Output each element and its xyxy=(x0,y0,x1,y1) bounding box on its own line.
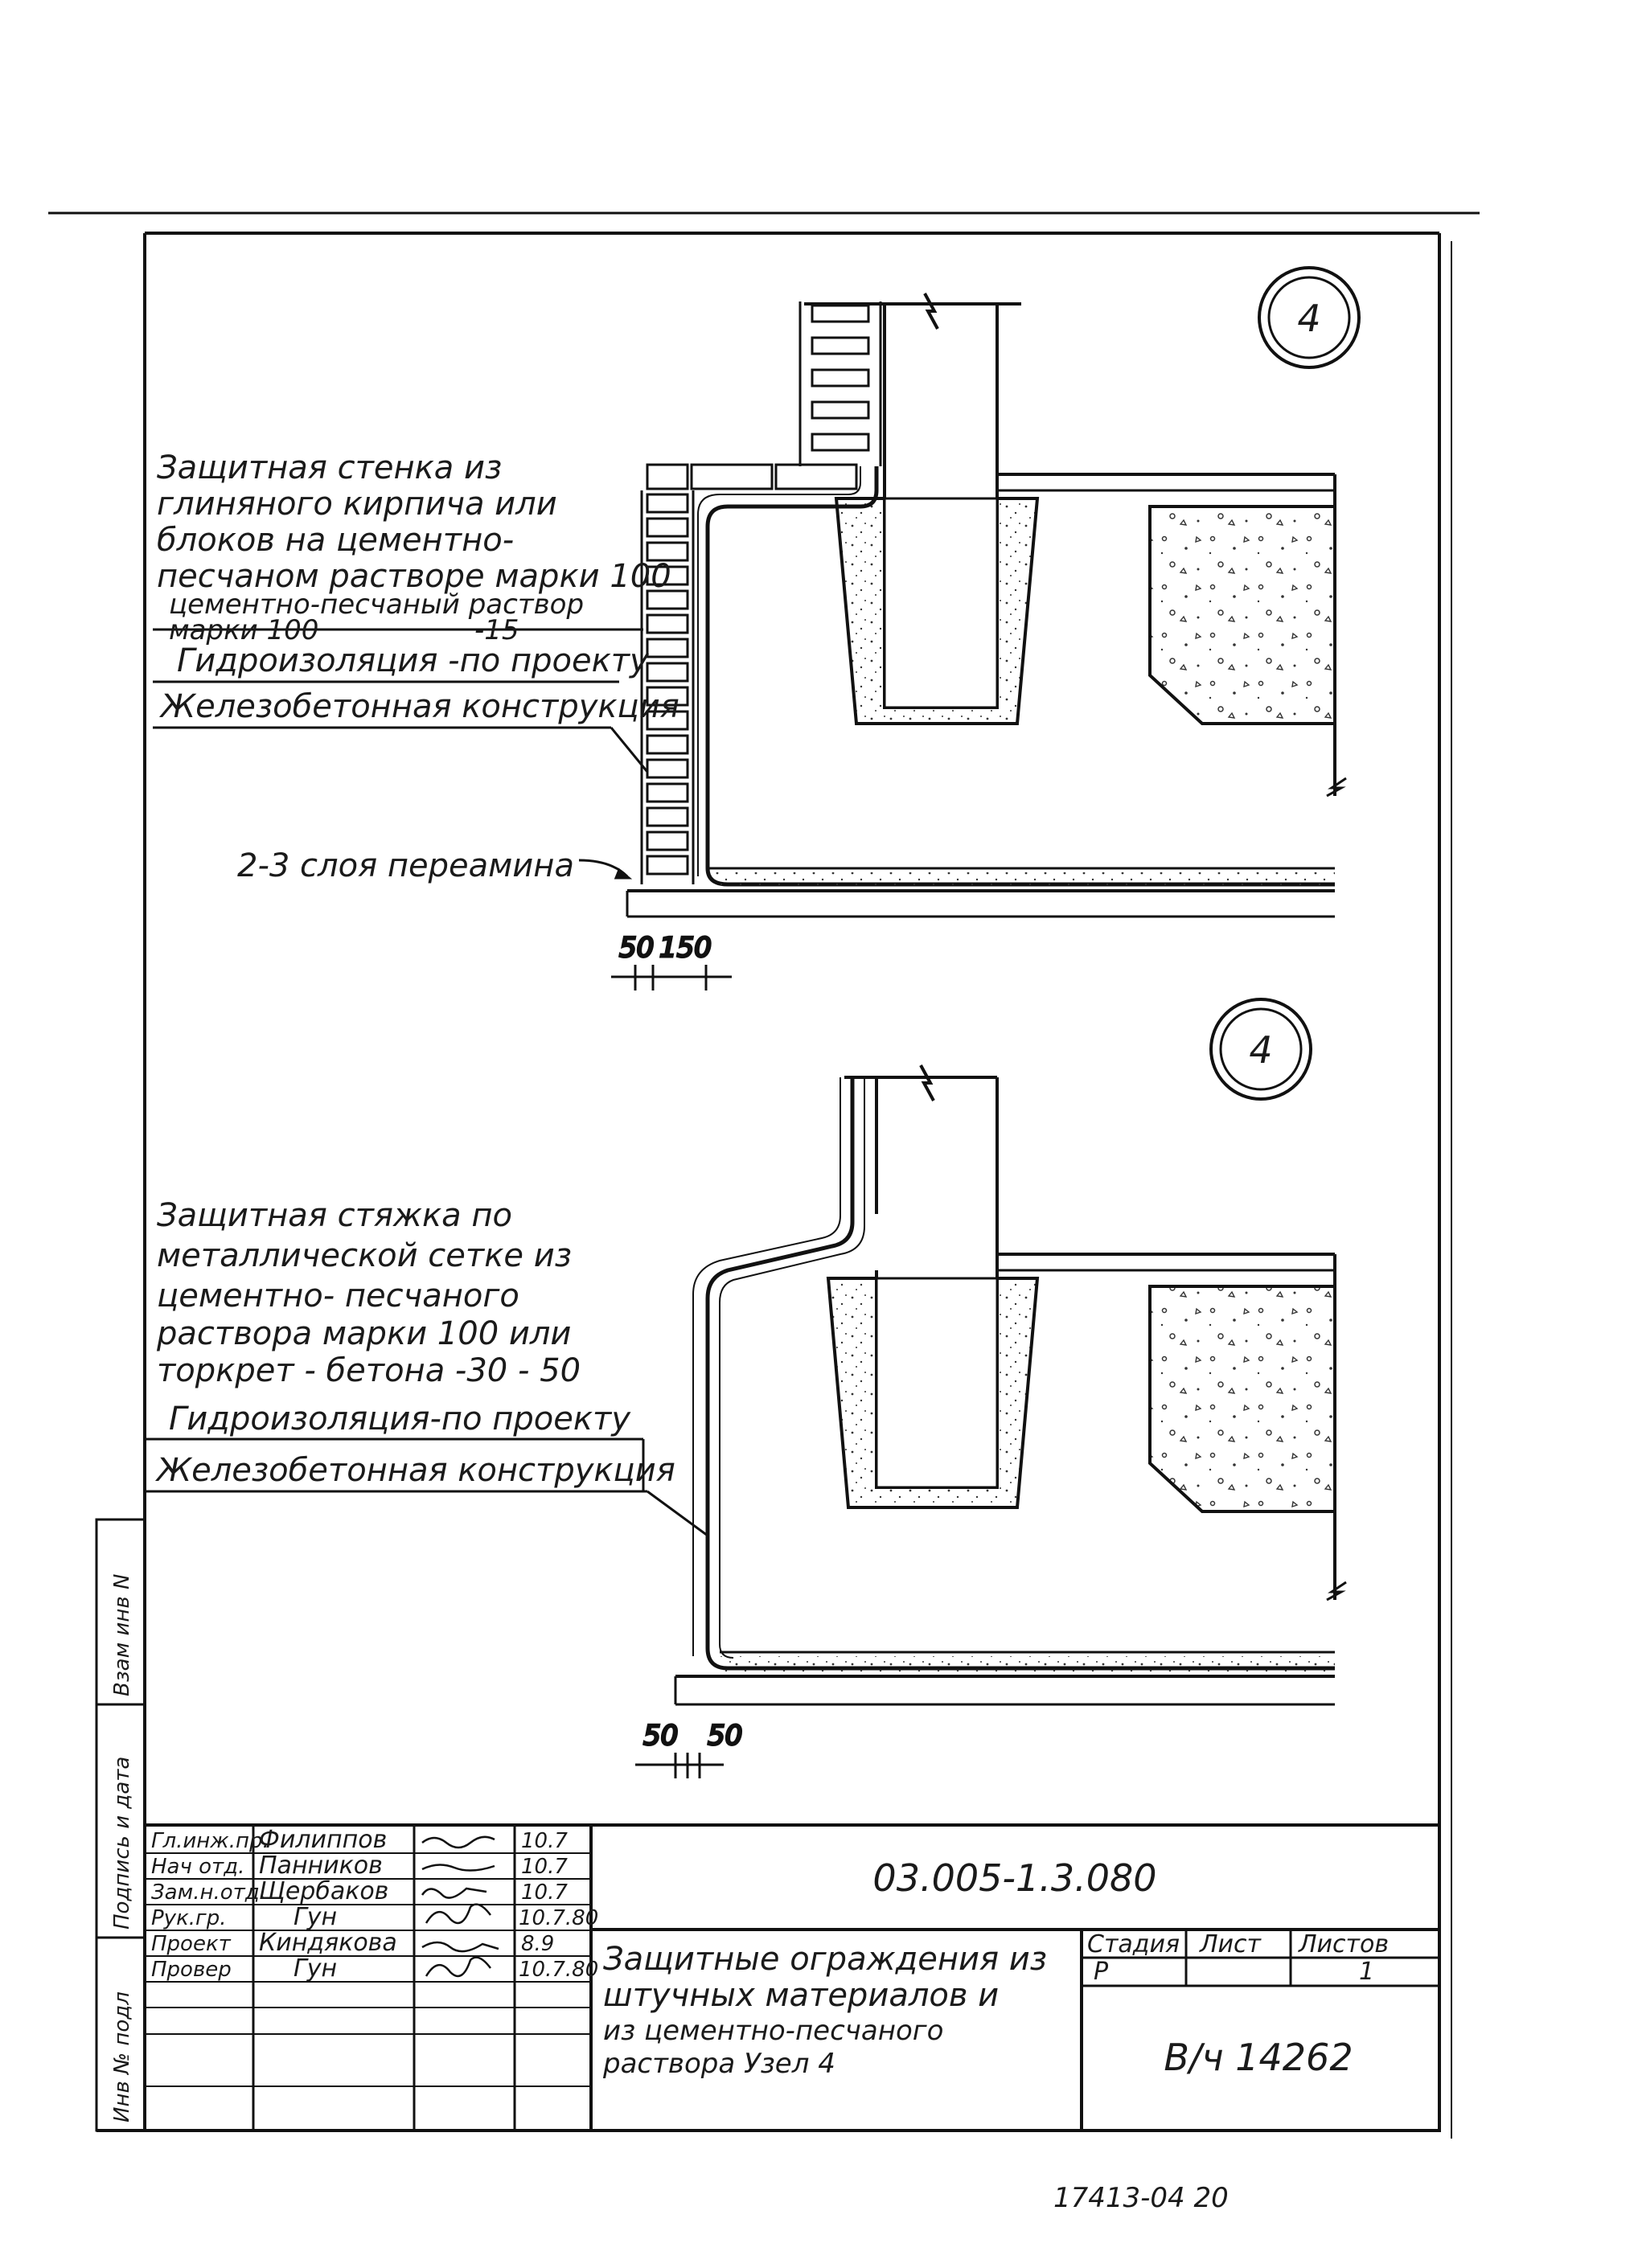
tb-name-2: Панников xyxy=(259,1852,383,1880)
stage-value: Р xyxy=(1094,1958,1109,1986)
tb-role-1: Гл.инж.пр. xyxy=(151,1829,269,1853)
sheets-label: Листов xyxy=(1298,1930,1389,1958)
leaders-2 xyxy=(145,1437,708,1537)
mortar-note-line-1: цементно-песчаный раствор xyxy=(169,589,584,621)
doc-title-line-3: из цементно-песчаного xyxy=(603,2015,943,2047)
sheet-label: Лист xyxy=(1199,1930,1262,1958)
beam-haunch-1 xyxy=(834,497,1040,725)
upper-brick-column xyxy=(798,301,882,466)
leaders-1 xyxy=(153,628,649,880)
side-stamp-inv: Инв № подл xyxy=(110,1991,134,2122)
wall-note-line-2: глиняного кирпича или xyxy=(157,486,557,523)
detail-2-waterproofing: Гидроизоляция-по проекту xyxy=(169,1401,631,1437)
screed-note-line-2: металлической сетке из xyxy=(157,1237,572,1274)
footer-code: 17413-04 20 xyxy=(1053,2182,1229,2214)
title-block-rows: Гл.инж.пр. Филиппов 10.7 Нач отд. Панник… xyxy=(151,1826,598,1983)
wall-note-line-3: блоков на цементно- xyxy=(157,522,514,559)
doc-title-line-4: раствора Узел 4 xyxy=(602,2048,835,2080)
detail-2-structure: Железобетонная конструкция xyxy=(154,1452,675,1489)
brick-cap-row xyxy=(646,463,858,490)
detail-1-marker: 4 xyxy=(1258,266,1361,369)
title-block-main: 03.005-1.3.080 Защитные ограждения из шт… xyxy=(602,1856,1389,2080)
side-stamp-signature: Подпись и дата xyxy=(110,1757,134,1930)
tb-role-4: Рук.гр. xyxy=(151,1906,226,1930)
dim-1-b: 150 xyxy=(659,932,712,964)
tb-role-6: Провер xyxy=(151,1958,232,1982)
dim-2-a: 50 xyxy=(643,1720,678,1752)
doc-title-line-2: штучных материалов и xyxy=(603,1977,999,2014)
side-stamp-replace: Взам инв N xyxy=(110,1574,134,1696)
tb-name-5: Киндякова xyxy=(259,1929,397,1957)
tb-name-4: Гун xyxy=(294,1903,337,1931)
title-block xyxy=(143,1823,1441,2132)
side-stamp: Инв № подл Подпись и дата Взам инв N xyxy=(95,1518,146,2132)
mortar-note-thickness: -15 xyxy=(474,614,519,646)
protective-brick-wall xyxy=(640,490,695,884)
concrete-block-2 xyxy=(1148,1285,1336,1513)
concrete-block-1 xyxy=(1148,505,1336,725)
tb-date-6: 10.7.80 xyxy=(519,1958,598,1982)
beam-haunch-2 xyxy=(826,1277,1040,1509)
detail-1: 4 xyxy=(153,266,1361,990)
tb-name-6: Гун xyxy=(294,1954,337,1983)
tb-role-2: Нач отд. xyxy=(151,1855,244,1879)
screed-note-line-4: раствора марки 100 или xyxy=(156,1315,571,1352)
detail-2-marker: 4 xyxy=(1209,998,1312,1101)
dim-1-a: 50 xyxy=(619,932,654,964)
detail-1-structure: Железобетонная конструкция xyxy=(158,688,679,725)
tb-date-2: 10.7 xyxy=(521,1855,568,1879)
doc-code: 03.005-1.3.080 xyxy=(872,1856,1156,1900)
screed-note-line-3: цементно- песчаного xyxy=(157,1278,519,1314)
detail-1-layers: 2-3 слоя переамина xyxy=(237,847,574,884)
stage-label: Стадия xyxy=(1087,1930,1180,1958)
sheets-value: 1 xyxy=(1359,1958,1374,1986)
tb-role-3: Зам.н.отд. xyxy=(151,1880,266,1905)
wall-note-line-1: Защитная стенка из xyxy=(157,449,502,486)
tb-name-3: Щербаков xyxy=(259,1877,388,1905)
signature-marks xyxy=(421,1835,499,1978)
tb-name-1: Филиппов xyxy=(259,1826,387,1854)
wall-note-line-4: песчаном растворе марки 100 xyxy=(157,558,671,595)
detail-2-marker-number: 4 xyxy=(1249,1028,1272,1072)
screed-note-line-1: Защитная стяжка по xyxy=(157,1197,512,1234)
detail-1-marker-number: 4 xyxy=(1297,297,1320,340)
tb-date-4: 10.7.80 xyxy=(519,1906,598,1930)
tb-date-5: 8.9 xyxy=(521,1932,554,1956)
dimension-2: 50 50 xyxy=(635,1719,744,1778)
detail-2: 4 xyxy=(145,998,1347,1778)
org-code: В/ч 14262 xyxy=(1164,2036,1353,2079)
doc-title-line-1: Защитные ограждения из xyxy=(603,1941,1047,1978)
dimension-1: 50 150 xyxy=(611,931,732,990)
dim-2-b: 50 xyxy=(708,1720,742,1752)
screed-contour-2 xyxy=(674,1077,1335,1706)
detail-1-waterproofing: Гидроизоляция -по проекту xyxy=(177,642,650,679)
waterproofing-contour-1 xyxy=(626,466,1335,918)
tb-date-1: 10.7 xyxy=(521,1829,568,1853)
mortar-note-line-2: марки 100 xyxy=(169,614,318,646)
tb-date-3: 10.7 xyxy=(521,1880,568,1905)
screed-note-line-5: торкрет - бетона -30 - 50 xyxy=(157,1352,581,1389)
tb-role-5: Проект xyxy=(151,1932,232,1956)
